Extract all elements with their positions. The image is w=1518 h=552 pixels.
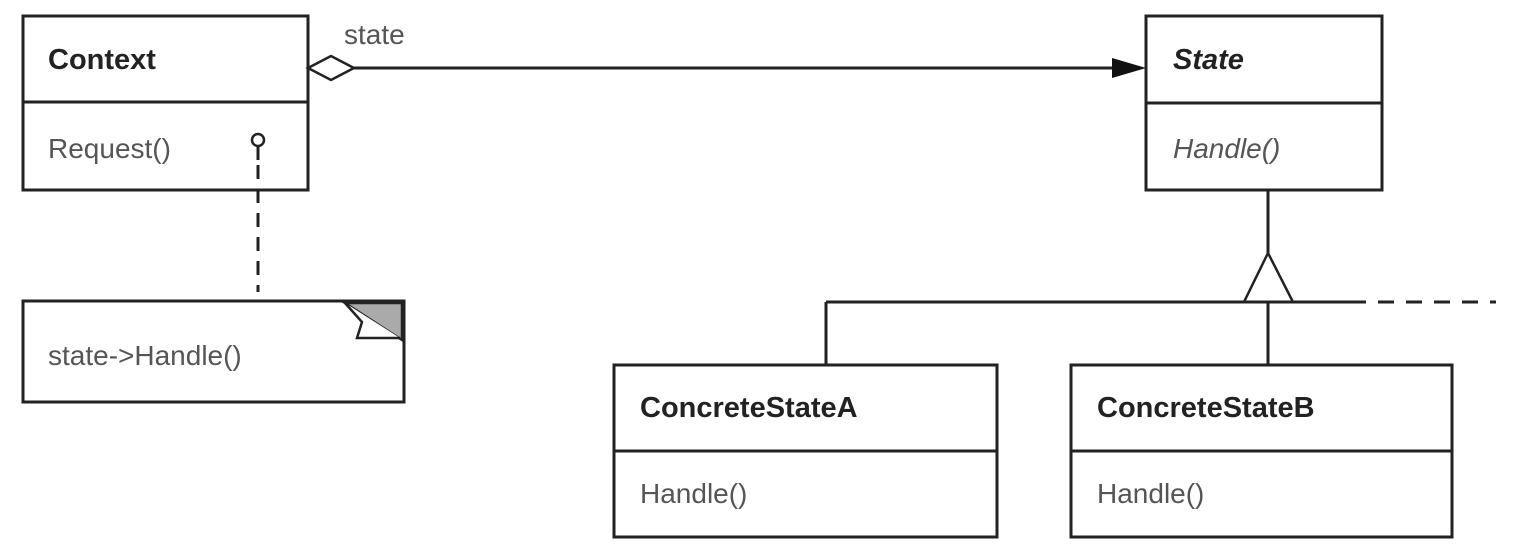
operation: Handle() (1097, 478, 1204, 509)
operation: Request() (48, 133, 171, 164)
class-context[interactable]: Context Request() (21, 14, 310, 192)
class-name: State (1173, 44, 1244, 76)
class-name: ConcreteStateB (1097, 392, 1315, 424)
note: state->Handle() (21, 299, 406, 404)
note-box (21, 299, 406, 404)
note-anchor-icon (250, 132, 266, 148)
class-concrete-state-b[interactable]: ConcreteStateB Handle() (1069, 363, 1454, 539)
arrowhead-icon (1112, 58, 1146, 78)
note-fold-flap (344, 302, 400, 340)
operation: Handle() (640, 478, 747, 509)
operation: Handle() (1173, 133, 1280, 164)
class-concrete-state-a[interactable]: ConcreteStateA Handle() (612, 363, 999, 539)
class-name: ConcreteStateA (640, 392, 858, 424)
generalization-triangle-icon (1241, 250, 1296, 304)
note-text: state->Handle() (48, 340, 242, 371)
class-state[interactable]: State Handle() (1144, 14, 1384, 192)
association-role-label: state (344, 19, 405, 50)
aggregation-diamond-icon (305, 54, 357, 82)
class-name: Context (48, 44, 156, 76)
